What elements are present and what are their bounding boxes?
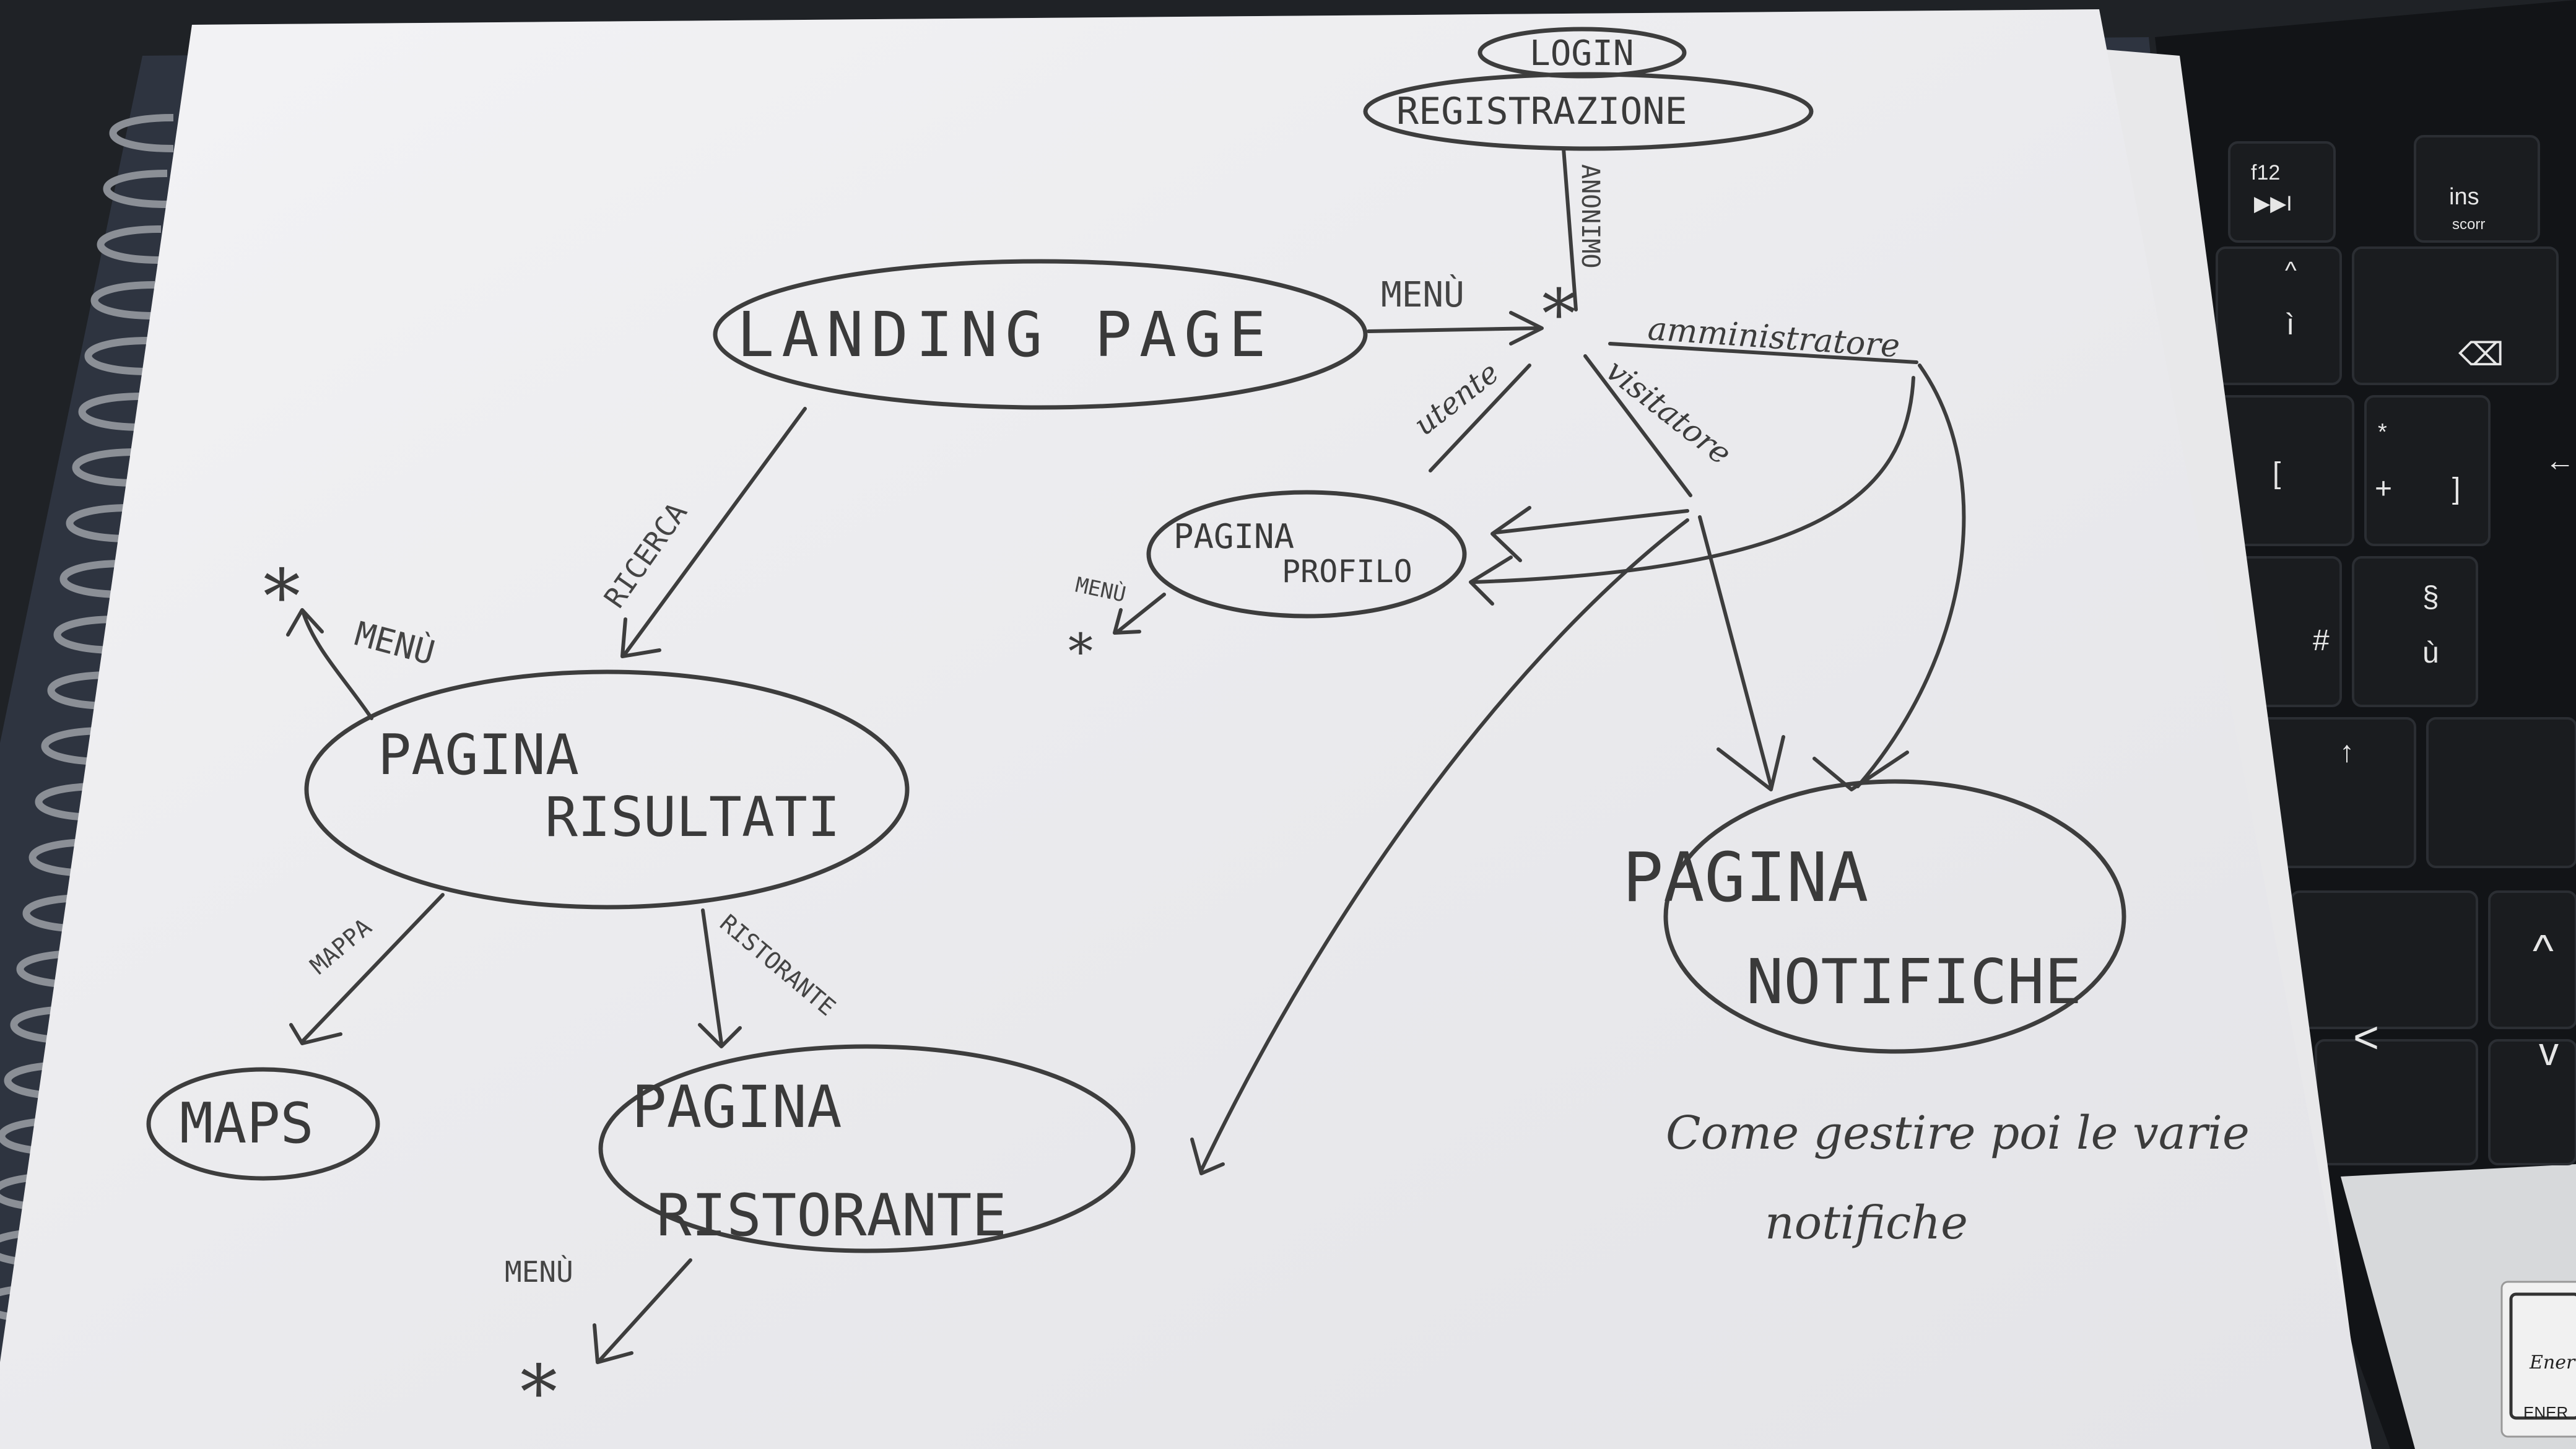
node-pagina-ristorante-label-2: RISTORANTE: [656, 1182, 1007, 1250]
key-play-pause-label: ▶▶I: [2254, 192, 2292, 215]
key-f12-label: f12: [2251, 161, 2280, 185]
node-login-label: LOGIN: [1530, 33, 1634, 74]
edge-menu-landing: [1367, 326, 1541, 333]
note-line-1: Come gestire poi le varie: [1666, 1107, 2250, 1160]
chevron-left-icon: <: [2353, 1013, 2379, 1063]
key-bracket-open-label: [: [2273, 457, 2281, 490]
key-u-grave-label: ù: [2422, 637, 2439, 669]
edge-label-menu-landing: MENÙ: [1381, 275, 1464, 315]
key-bracket-close-label: ]: [2452, 472, 2460, 505]
edge-amministratore-to-profilo: [1472, 376, 1915, 584]
sticker-text-2: ENER: [2523, 1403, 2568, 1422]
paper-shading: [0, 9, 2372, 1449]
edge-amministratore-to-notifiche-arrowhead: [1812, 751, 1909, 791]
edge-ristorante-arrowhead: [698, 1023, 742, 1048]
edge-ristorante: [701, 908, 723, 1045]
hub-star: *: [1542, 274, 1576, 354]
edge-amministratore-to-profilo-arrowhead: [1469, 555, 1513, 606]
chevron-down-icon: v: [2539, 1029, 2559, 1074]
node-pagina-profilo-label-2: PROFILO: [1282, 554, 1412, 590]
node-maps: MAPS: [146, 1067, 380, 1181]
edge-anonimo: [1562, 147, 1578, 311]
node-pagina-notifiche-label-2: NOTIFICHE: [1746, 946, 2082, 1018]
node-pagina-profilo-label-1: PAGINA: [1173, 517, 1294, 556]
edge-amministratore: [1608, 342, 1918, 364]
edge-menu-ristorante: [599, 1258, 692, 1361]
key-caret-label: ^: [2285, 257, 2297, 284]
ristorante-menu-star: *: [520, 1350, 557, 1436]
key-scorr-label: scorr: [2452, 216, 2485, 233]
edge-visitatore-to-notifiche: [1698, 515, 1773, 788]
note-line-2: notifiche: [1765, 1196, 1968, 1250]
arrow-up-icon: ↑: [2339, 736, 2354, 768]
edge-menu-profilo-arrowhead: [1113, 608, 1141, 635]
edge-label-menu-ristorante: MENÙ: [505, 1255, 573, 1289]
backspace-icon: ⌫: [2458, 337, 2504, 373]
edge-visitatore-to-profilo-arrowhead: [1490, 506, 1531, 562]
node-pagina-notifiche-label-1: PAGINA: [1622, 838, 1868, 917]
edge-menu-landing-arrowhead: [1509, 311, 1544, 346]
energy-sticker: Ener ENER: [2500, 1281, 2576, 1438]
edge-mappa-arrowhead: [289, 1023, 342, 1045]
edge-label-anonimo: ANONIMO: [1576, 164, 1604, 269]
key-hash-label: #: [2313, 624, 2330, 657]
risultati-menu-star: *: [263, 554, 300, 640]
edge-menu-profilo: [1116, 593, 1166, 633]
key-plus-label: +: [2375, 472, 2392, 505]
edge-visitatore-to-profilo: [1494, 509, 1689, 534]
edge-visitatore: [1583, 354, 1692, 497]
profilo-menu-star: *: [1068, 623, 1093, 681]
node-pagina-risultati: PAGINA RISULTATI: [304, 669, 910, 910]
edge-visitatore-to-notifiche-arrowhead: [1717, 735, 1785, 791]
enter-arrow-icon: ←: [2545, 445, 2575, 477]
key-ins-label: ins: [2449, 184, 2479, 210]
node-landing-page-label: LANDING PAGE: [737, 298, 1273, 371]
sticker-text-1: Ener: [2529, 1352, 2576, 1373]
key-asterisk-label: *: [2378, 419, 2387, 445]
node-registrazione-label: REGISTRAZIONE: [1396, 90, 1687, 133]
chevron-up-icon: ^: [2533, 926, 2554, 976]
edge-menu-risultati-arrowhead: [286, 608, 324, 637]
edge-utente: [1429, 363, 1531, 472]
edge-menu-risultati: [302, 611, 373, 720]
edge-menu-ristorante-arrowhead: [593, 1323, 633, 1364]
node-pagina-ristorante: PAGINA RISTORANTE: [598, 1044, 1136, 1253]
node-landing-page: LANDING PAGE: [713, 259, 1368, 410]
edge-visitatore-to-ristorante-arrowhead: [1190, 1138, 1225, 1175]
node-pagina-profilo: PAGINA PROFILO: [1146, 490, 1467, 619]
edge-ricerca-arrowhead: [620, 617, 661, 658]
key-i-grave-label: ì: [2286, 308, 2294, 341]
node-pagina-risultati-label-2: RISULTATI: [545, 785, 840, 849]
edge-ricerca: [624, 407, 807, 655]
edge-mappa: [302, 893, 445, 1042]
edge-amministratore-to-notifiche: [1856, 363, 1966, 788]
node-pagina-ristorante-label-1: PAGINA: [632, 1074, 842, 1141]
key-section-label: §: [2422, 581, 2439, 614]
node-registrazione: REGISTRAZIONE: [1363, 72, 1814, 151]
node-pagina-risultati-label-1: PAGINA: [378, 723, 579, 788]
node-maps-label: MAPS: [180, 1091, 314, 1156]
edge-visitatore-to-ristorante: [1199, 518, 1689, 1172]
node-pagina-notifiche: PAGINA NOTIFICHE: [1622, 779, 2126, 1054]
